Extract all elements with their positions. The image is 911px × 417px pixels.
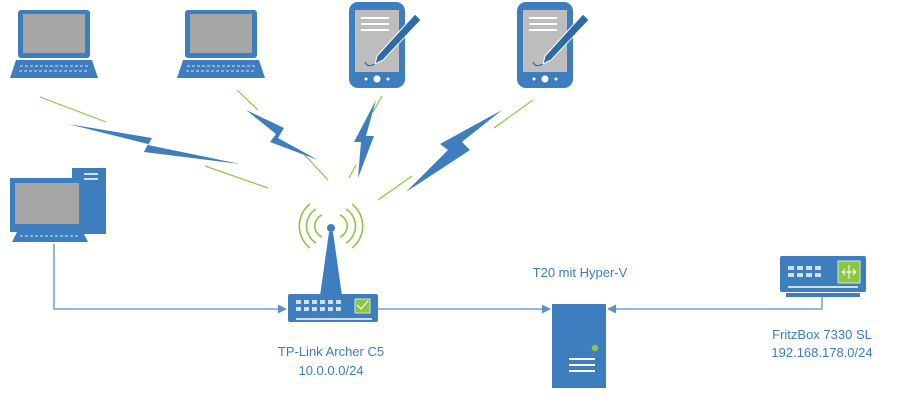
wireless-link-tablet-2 (377, 99, 534, 201)
tower-server-icon (552, 304, 606, 388)
lightning-bolt-icon (246, 110, 318, 160)
wireless-link-laptop-2 (236, 89, 329, 181)
laptop-icon (177, 10, 265, 78)
ethernet-link-desktop-router (53, 244, 287, 314)
tablet-pen-icon (349, 2, 422, 88)
desktop-pc-icon (10, 168, 106, 242)
wireless-link-tablet-1 (348, 95, 383, 179)
wireless-link-laptop-1 (39, 96, 269, 189)
wireless-router-icon (288, 203, 378, 322)
lightning-bolt-icon (354, 100, 376, 178)
laptop-icon (10, 10, 98, 78)
lightning-bolt-icon (68, 124, 240, 164)
tablet-pen-icon (517, 2, 590, 88)
router-name-label: TP-Link Archer C5 (278, 344, 384, 359)
lightning-bolt-icon (406, 110, 502, 192)
router-subnet-label: 10.0.0.0/24 (298, 363, 363, 378)
ethernet-link-modem-server (607, 296, 823, 314)
modem-name-label: FritzBox 7330 SL (772, 327, 872, 342)
network-switch-icon (780, 256, 866, 297)
server-name-label: T20 mit Hyper-V (533, 265, 628, 280)
modem-subnet-label: 192.168.178.0/24 (771, 345, 872, 360)
